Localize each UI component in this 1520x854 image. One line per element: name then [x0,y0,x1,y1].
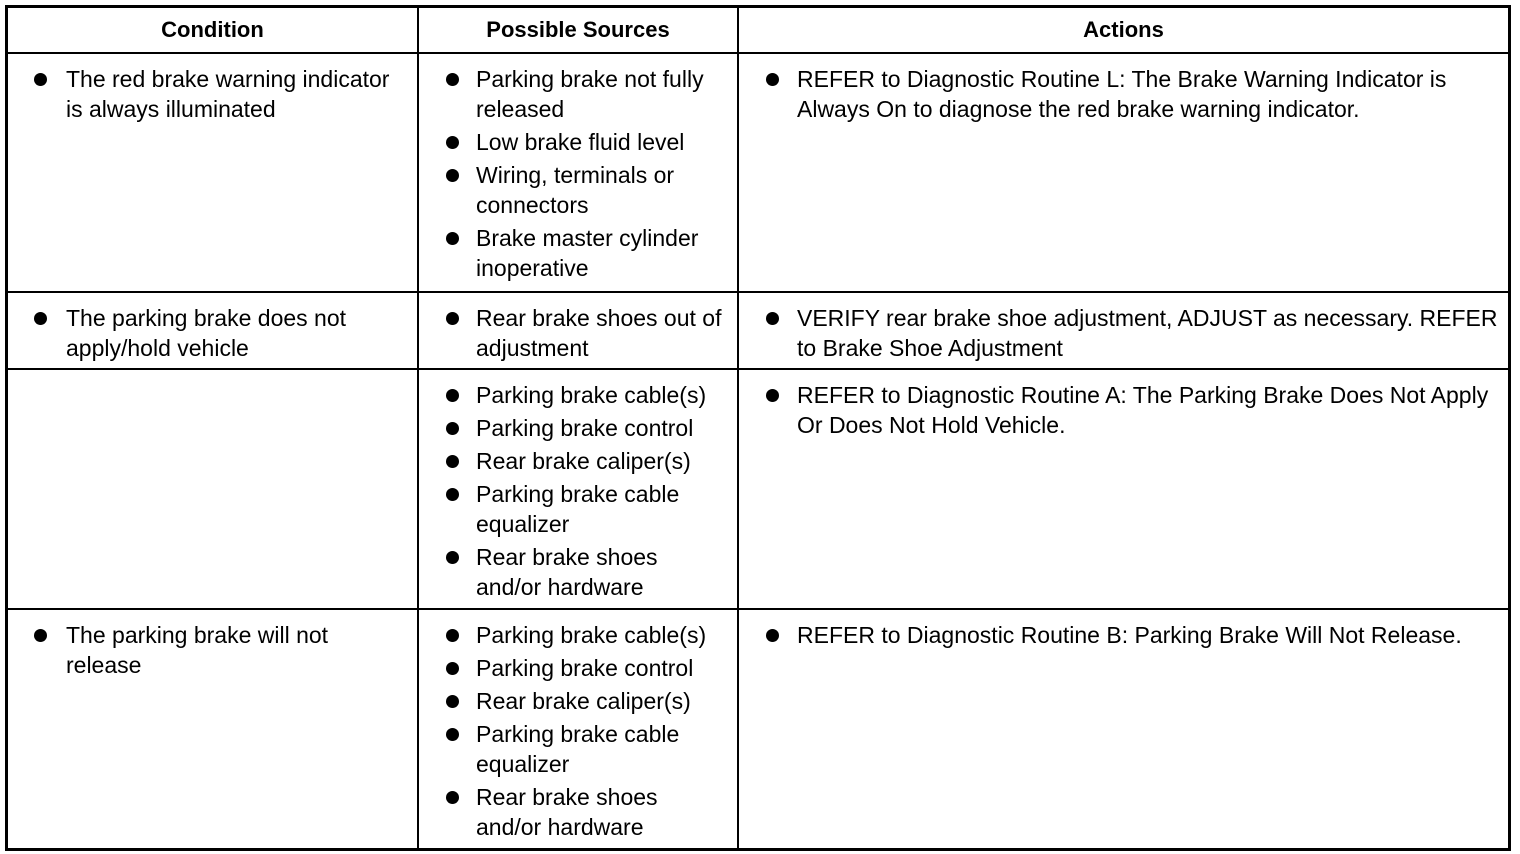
list-item: Parking brake cable(s) [419,620,729,650]
condition-list: The parking brake will not release [8,610,417,680]
list-item: Parking brake control [419,653,729,683]
list-item: REFER to Diagnostic Routine L: The Brake… [739,64,1500,124]
sources-list: Parking brake not fully released Low bra… [419,54,737,283]
diagnosis-table-frame: Condition Possible Sources Actions The r… [5,5,1511,851]
sources-list: Parking brake cable(s) Parking brake con… [419,610,737,842]
condition-cell: The red brake warning indicator is alway… [8,52,419,293]
list-item: Wiring, terminals or connectors [419,160,729,220]
condition-cell: The parking brake does not apply/hold ve… [8,290,419,370]
sources-list: Parking brake cable(s) Parking brake con… [419,370,737,602]
list-item: The parking brake does not apply/hold ve… [8,303,409,363]
actions-cell: REFER to Diagnostic Routine A: The Parki… [737,367,1508,611]
header-possible-sources: Possible Sources [417,8,739,54]
list-item: REFER to Diagnostic Routine B: Parking B… [739,620,1500,650]
list-item: Parking brake control [419,413,729,443]
sources-list: Rear brake shoes out of adjustment [419,293,737,363]
list-item: Low brake fluid level [419,127,729,157]
list-item: Parking brake cable(s) [419,380,729,410]
list-item: Rear brake shoes out of adjustment [419,303,729,363]
actions-cell: REFER to Diagnostic Routine B: Parking B… [737,608,1508,848]
actions-list: REFER to Diagnostic Routine L: The Brake… [739,54,1508,124]
list-item: Rear brake shoes and/or hardware [419,542,729,602]
actions-list: REFER to Diagnostic Routine A: The Parki… [739,370,1508,440]
list-item: Parking brake cable equalizer [419,479,729,539]
actions-cell: VERIFY rear brake shoe adjustment, ADJUS… [737,290,1508,370]
list-item: Rear brake caliper(s) [419,446,729,476]
actions-list: VERIFY rear brake shoe adjustment, ADJUS… [739,293,1508,363]
condition-list: The red brake warning indicator is alway… [8,54,417,124]
condition-list: The parking brake does not apply/hold ve… [8,293,417,363]
list-item: Brake master cylinder inoperative [419,223,729,283]
sources-cell: Parking brake cable(s) Parking brake con… [417,367,739,611]
header-actions: Actions [737,8,1508,54]
condition-cell: The parking brake will not release [8,608,419,848]
table-row: The parking brake will not release Parki… [8,608,1508,848]
header-condition: Condition [8,8,419,54]
list-item: Parking brake cable equalizer [419,719,729,779]
table-row: Parking brake cable(s) Parking brake con… [8,367,1508,611]
actions-cell: REFER to Diagnostic Routine L: The Brake… [737,52,1508,293]
list-item: VERIFY rear brake shoe adjustment, ADJUS… [739,303,1500,363]
list-item: REFER to Diagnostic Routine A: The Parki… [739,380,1500,440]
diagnosis-table: Condition Possible Sources Actions The r… [8,8,1508,848]
sources-cell: Parking brake cable(s) Parking brake con… [417,608,739,848]
table-row: The parking brake does not apply/hold ve… [8,290,1508,370]
sources-cell: Parking brake not fully released Low bra… [417,52,739,293]
list-item: Parking brake not fully released [419,64,729,124]
table-row: The red brake warning indicator is alway… [8,52,1508,293]
list-item: The red brake warning indicator is alway… [8,64,409,124]
condition-cell-empty [8,367,419,611]
sources-cell: Rear brake shoes out of adjustment [417,290,739,370]
list-item: Rear brake caliper(s) [419,686,729,716]
list-item: The parking brake will not release [8,620,409,680]
list-item: Rear brake shoes and/or hardware [419,782,729,842]
table-header-row: Condition Possible Sources Actions [8,8,1508,54]
actions-list: REFER to Diagnostic Routine B: Parking B… [739,610,1508,650]
